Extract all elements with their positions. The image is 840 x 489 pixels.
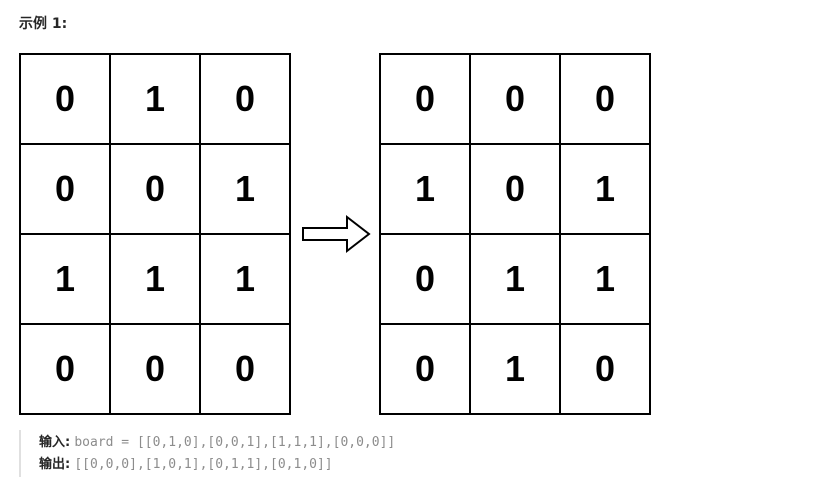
input-value: board = [[0,1,0],[0,0,1],[1,1,1],[0,0,0]… (74, 435, 396, 450)
input-board-cell-r1-c0: 0 (21, 145, 111, 235)
output-board-cell-r0-c0: 0 (381, 55, 471, 145)
output-board-cell-r0-c1: 0 (471, 55, 561, 145)
output-board-cell-r1-c2: 1 (561, 145, 651, 235)
right-arrow-icon (302, 214, 371, 254)
output-label: 输出: (39, 457, 71, 472)
input-board-cell-r2-c1: 1 (111, 235, 201, 325)
input-board-cell-r3-c0: 0 (21, 325, 111, 415)
input-board-cell-r2-c2: 1 (201, 235, 291, 325)
input-label: 输入: (39, 435, 71, 450)
input-board-cell-r1-c2: 1 (201, 145, 291, 235)
input-board-cell-r0-c1: 1 (111, 55, 201, 145)
output-line: 输出: [[0,0,0],[1,0,1],[0,1,1],[0,1,0]] (39, 454, 829, 476)
input-board-cell-r3-c2: 0 (201, 325, 291, 415)
input-board-cell-r0-c2: 0 (201, 55, 291, 145)
output-board-cell-r1-c0: 1 (381, 145, 471, 235)
input-board-cell-r0-c0: 0 (21, 55, 111, 145)
output-board-cell-r3-c0: 0 (381, 325, 471, 415)
output-board-cell-r1-c1: 0 (471, 145, 561, 235)
output-board-cell-r0-c2: 0 (561, 55, 651, 145)
input-line: 输入: board = [[0,1,0],[0,0,1],[1,1,1],[0,… (39, 432, 829, 454)
output-board-cell-r2-c2: 1 (561, 235, 651, 325)
output-board-cell-r3-c1: 1 (471, 325, 561, 415)
example-title: 示例 1: (19, 16, 68, 32)
output-board-cell-r2-c0: 0 (381, 235, 471, 325)
example-io-block: 输入: board = [[0,1,0],[0,0,1],[1,1,1],[0,… (19, 430, 829, 477)
input-board-cell-r2-c0: 1 (21, 235, 111, 325)
output-value: [[0,0,0],[1,0,1],[0,1,1],[0,1,0]] (74, 457, 333, 472)
input-board-cell-r1-c1: 0 (111, 145, 201, 235)
output-board-cell-r3-c2: 0 (561, 325, 651, 415)
input-board-cell-r3-c1: 0 (111, 325, 201, 415)
output-board-cell-r2-c1: 1 (471, 235, 561, 325)
